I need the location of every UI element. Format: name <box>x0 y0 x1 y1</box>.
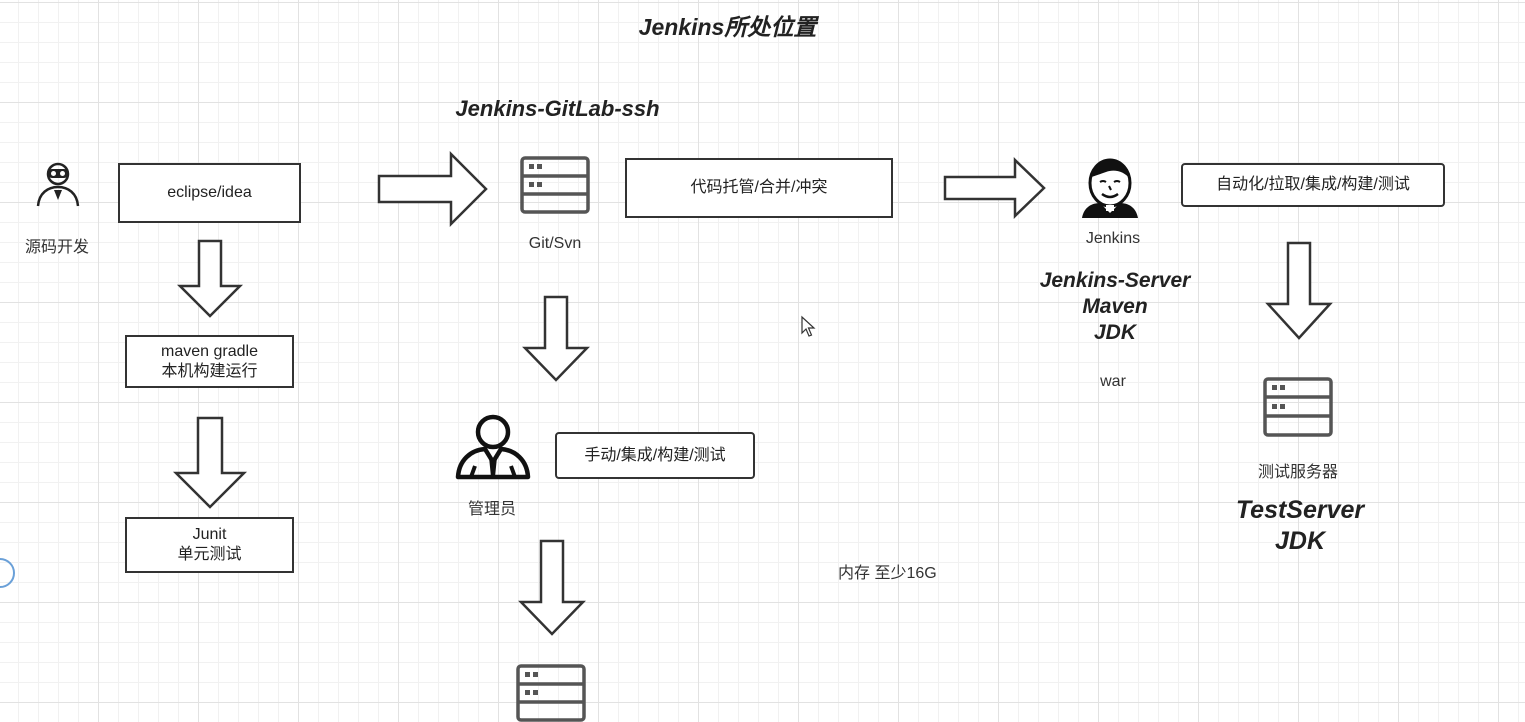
arrow-down-build-to-test <box>172 416 248 509</box>
page-title: Jenkins所处位置 <box>638 14 817 40</box>
jenkins-box-text: 自动化/拉取/集成/构建/测试 <box>1216 176 1410 193</box>
arrow-down-admin-to-server <box>518 539 586 636</box>
jenkins-label: Jenkins <box>1085 230 1141 247</box>
ide-box: eclipse/idea <box>118 163 301 223</box>
test-box: Junit 单元测试 <box>125 517 294 573</box>
jenkins-server-line-3: JDK <box>1093 321 1136 344</box>
build-box: maven gradle 本机构建运行 <box>125 335 294 388</box>
jenkins-server-line-1: Jenkins-Server <box>1039 269 1191 292</box>
admin-label: 管理员 <box>467 501 516 518</box>
arrow-down-jenkins-to-testserver <box>1265 241 1333 340</box>
test-box-line-1: Junit <box>192 526 227 543</box>
mouse-cursor-icon <box>801 315 816 337</box>
test-server-stack: TestServer JDK <box>1210 495 1390 557</box>
admin-box: 手动/集成/构建/测试 <box>555 432 755 479</box>
ide-box-text: eclipse/idea <box>167 184 252 201</box>
edge-handle-icon <box>0 558 15 588</box>
jenkins-server-stack: Jenkins-Server Maven JDK <box>1020 268 1210 346</box>
test-server-line-2: JDK <box>1274 527 1325 555</box>
server-icon <box>1263 377 1333 437</box>
repo-label: Git/Svn <box>528 235 582 252</box>
server-icon <box>520 156 590 214</box>
arrow-down-ide-to-build <box>176 239 244 318</box>
admin-box-text: 手动/集成/构建/测试 <box>584 446 726 464</box>
server-icon <box>516 664 586 722</box>
repo-box-text: 代码托管/合并/冲突 <box>690 179 828 196</box>
test-server-line-1: TestServer <box>1235 496 1365 524</box>
build-box-line-2: 本机构建运行 <box>161 362 258 380</box>
jenkins-logo-icon <box>1082 158 1138 218</box>
test-server-label: 测试服务器 <box>1257 464 1338 481</box>
developer-label: 源码开发 <box>24 239 89 256</box>
arrow-down-repo-to-admin <box>522 295 590 382</box>
subtitle: Jenkins-GitLab-ssh <box>455 96 660 121</box>
arrow-right-to-repo <box>377 150 488 228</box>
developer-icon <box>36 162 80 207</box>
memory-note: 内存 至少16G <box>838 565 937 582</box>
build-box-line-1: maven gradle <box>161 342 258 360</box>
admin-icon <box>455 414 531 480</box>
jenkins-server-line-2: Maven <box>1082 295 1148 318</box>
repo-box: 代码托管/合并/冲突 <box>625 158 893 218</box>
arrow-right-to-jenkins <box>943 157 1046 219</box>
jenkins-box: 自动化/拉取/集成/构建/测试 <box>1181 163 1445 207</box>
test-box-line-2: 单元测试 <box>177 546 242 563</box>
war-label: war <box>1100 373 1126 390</box>
